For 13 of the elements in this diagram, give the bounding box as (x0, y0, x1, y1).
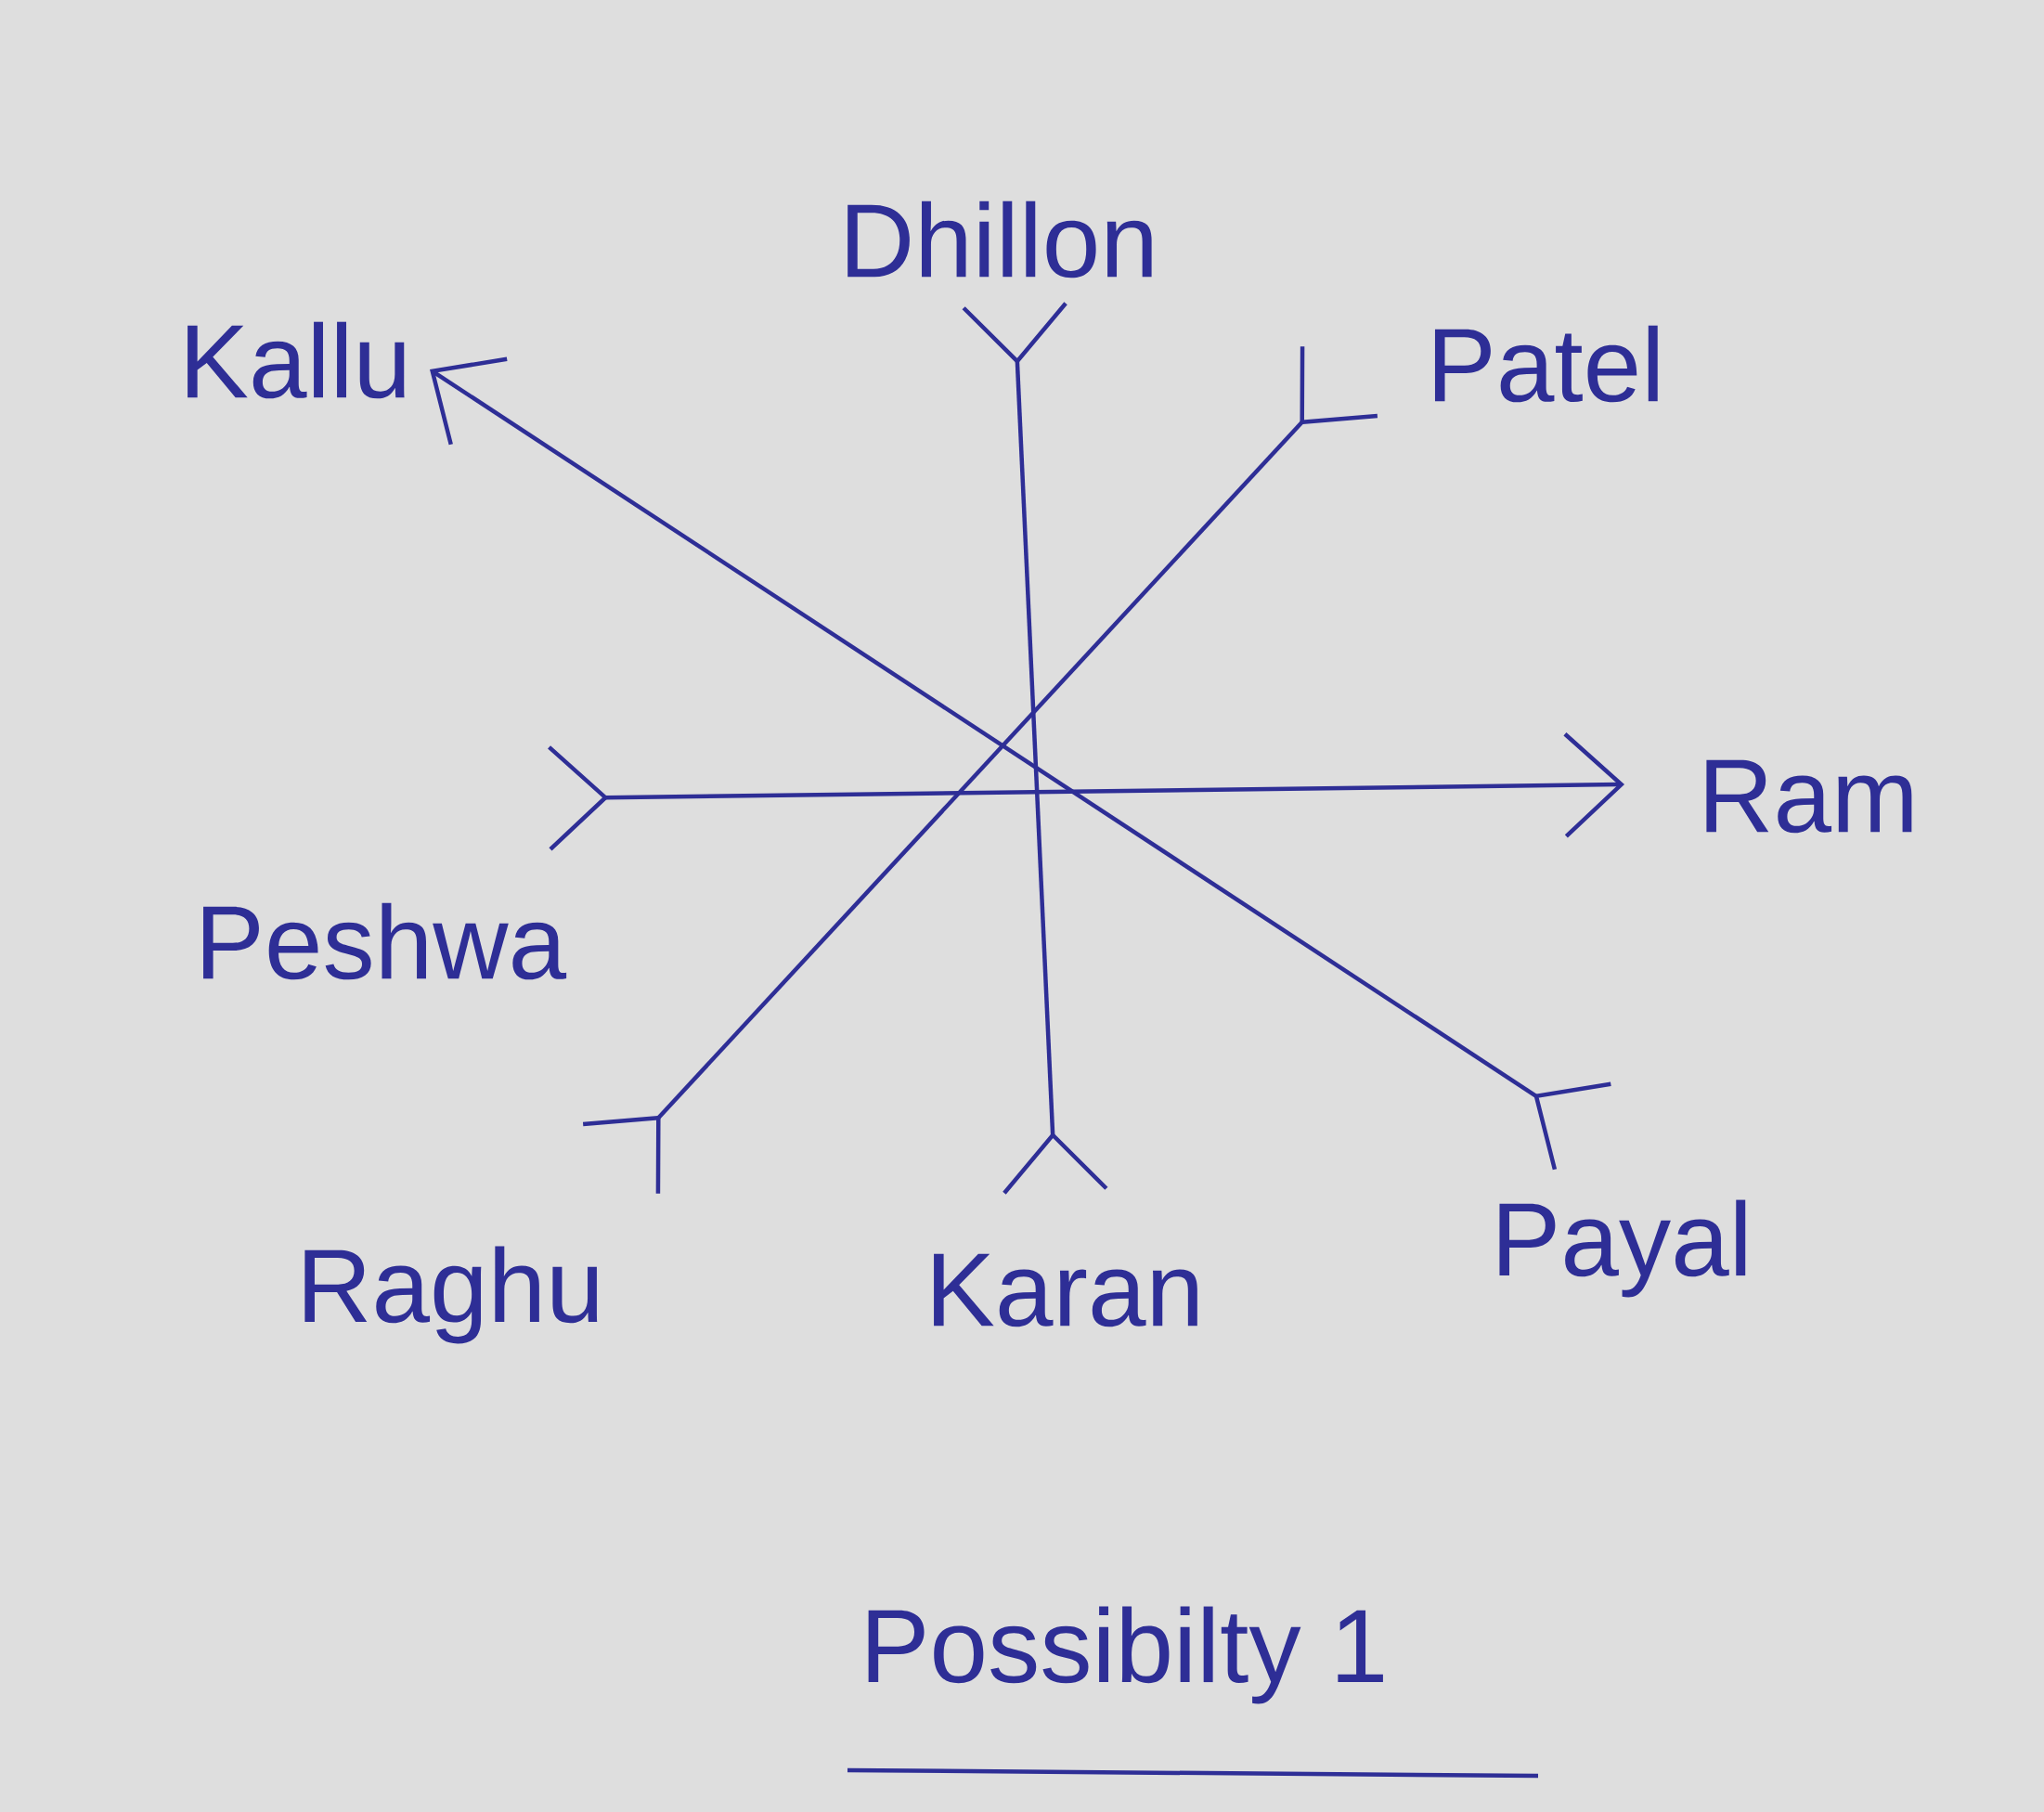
name-label: Ram (1706, 759, 1912, 834)
arrow (430, 356, 1611, 1171)
name-label: Payal (1499, 1199, 1746, 1298)
name-label: Raghu (304, 1246, 598, 1344)
name-label: Dhillon (847, 201, 1152, 278)
arrow (582, 346, 1378, 1194)
name-label: Kallu (188, 321, 405, 399)
arrow (962, 302, 1108, 1195)
caption: Possibilty 1 (847, 1606, 1539, 1779)
name-label: Karan (934, 1253, 1197, 1327)
name-label: Patel (1434, 325, 1658, 403)
arrow (548, 732, 1624, 851)
name-label: Peshwa (203, 902, 567, 980)
